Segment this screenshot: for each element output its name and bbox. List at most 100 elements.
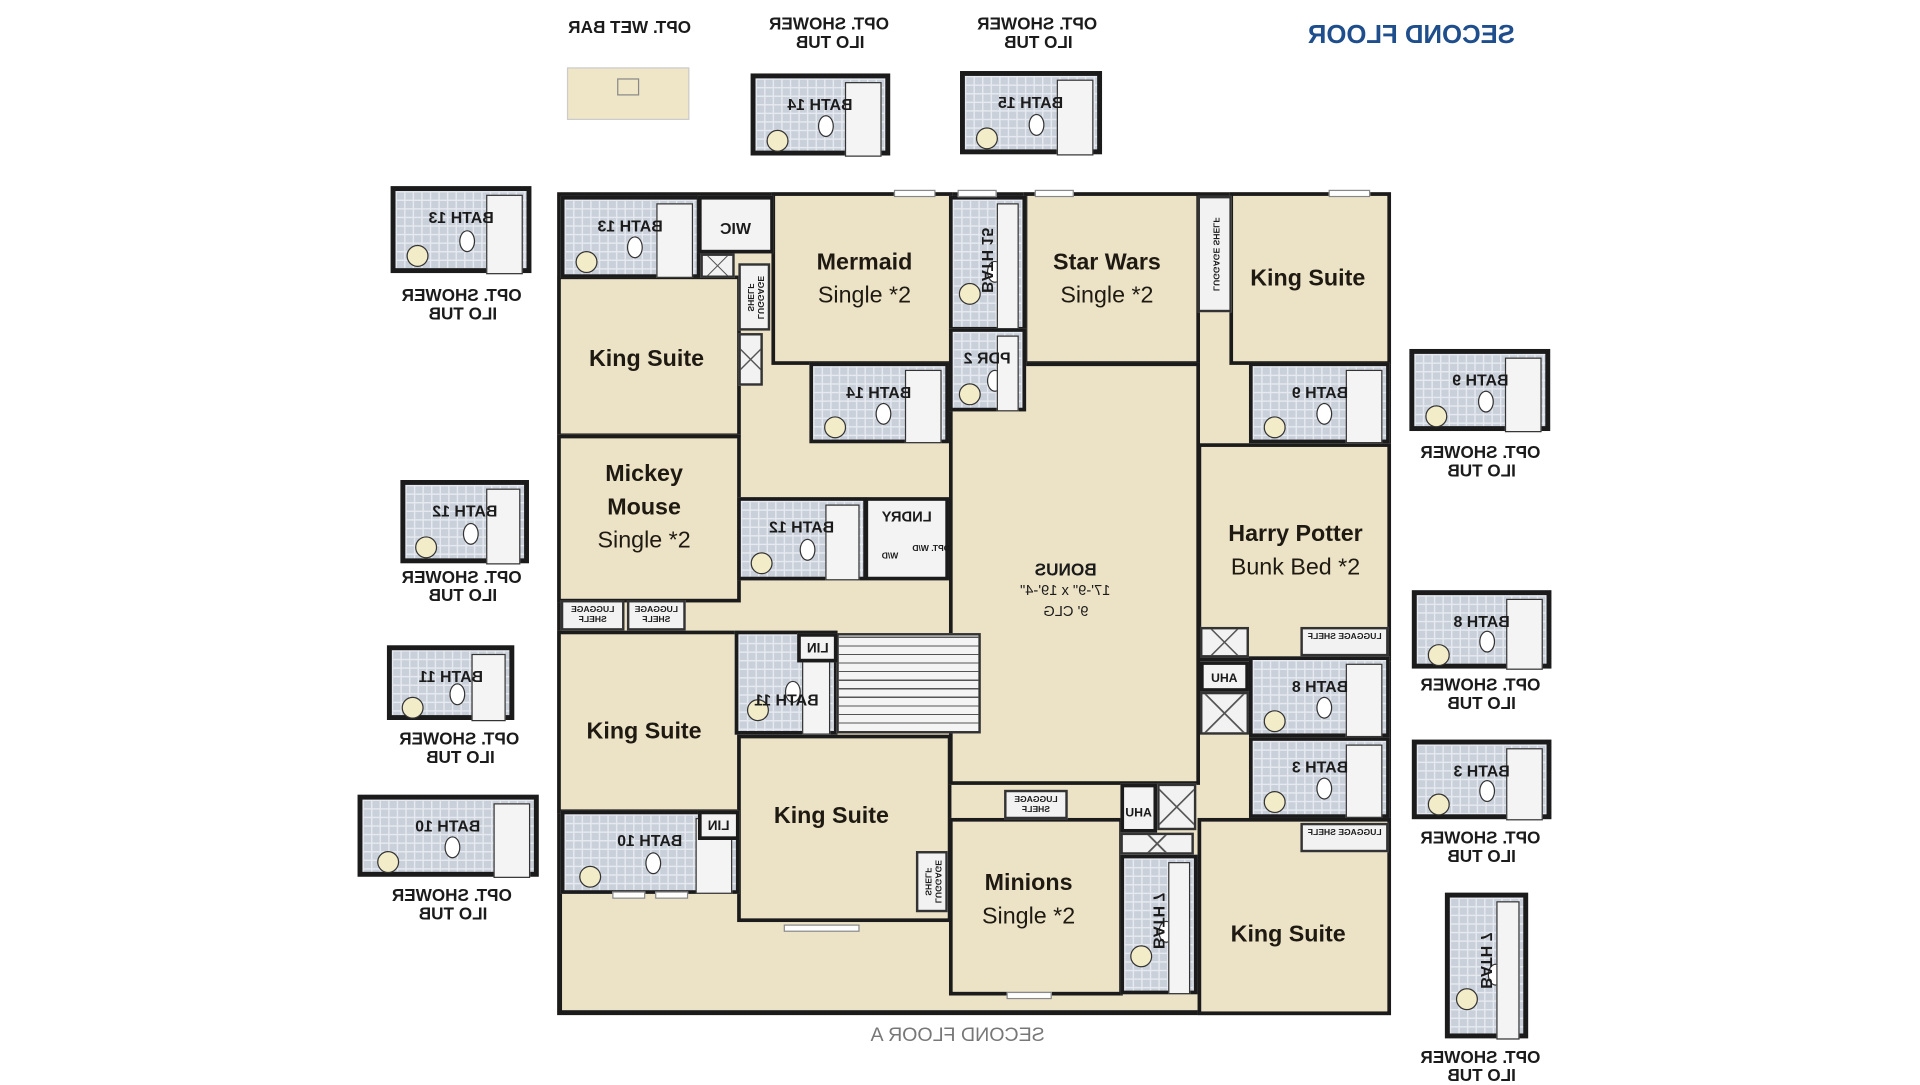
sink-icon xyxy=(751,552,774,575)
bath-label-text: BATH 12 xyxy=(432,502,498,521)
room-bonus[interactable]: BONUS 17'-9" x 19'-4" 9' CLG xyxy=(1004,560,1126,621)
ahu-closet: AHU xyxy=(1200,661,1249,692)
room-name: Mermaid xyxy=(816,249,913,276)
option-shower-label-2: ILO TUB xyxy=(392,304,533,324)
sink-icon xyxy=(1425,404,1448,427)
star-wars-room[interactable] xyxy=(1023,192,1201,365)
window xyxy=(655,891,689,899)
sink-icon xyxy=(578,865,601,888)
bath-label-text: BATH 15 xyxy=(978,227,997,293)
room-name: King Suite xyxy=(1230,922,1346,948)
bath-8[interactable]: BATH 8 xyxy=(1248,656,1390,738)
window xyxy=(957,189,997,198)
staircase[interactable] xyxy=(836,633,981,734)
bath-12[interactable]: BATH 12 xyxy=(737,497,867,581)
option-bath-bath10: BATH 10 xyxy=(357,794,539,878)
room-name: Minions xyxy=(984,870,1073,897)
king-suite-bottom-right-room[interactable] xyxy=(1197,817,1392,1016)
option-bath-bath3: BATH 3 xyxy=(1411,739,1552,821)
option-shower-label-1: OPT. SHOWER xyxy=(759,13,900,33)
bath-label: BATH 9 xyxy=(1414,371,1545,389)
bonus-room[interactable] xyxy=(948,362,1201,785)
closet-fixture-icon xyxy=(1200,626,1249,658)
mickey-mouse-room[interactable] xyxy=(557,434,741,603)
option-shower-label-2: ILO TUB xyxy=(389,747,530,767)
luggage-shelf-label: LUGGAGE SHELF xyxy=(922,855,942,909)
walk-in-closet[interactable]: WIC xyxy=(697,195,774,254)
closet-fixture-icon xyxy=(1120,832,1194,855)
bath-9[interactable]: BATH 9 xyxy=(1248,362,1390,444)
laundry-label: LNDRY xyxy=(868,508,945,526)
luggage-shelf: LUGGAGE SHELF xyxy=(1004,789,1068,820)
sink-icon xyxy=(1263,710,1286,733)
toilet-icon xyxy=(627,236,644,259)
wic-label-text: WIC xyxy=(720,219,752,238)
powder-room-2[interactable]: PDR 2 xyxy=(948,328,1027,412)
window xyxy=(893,189,936,198)
bath-label: BATH 13 xyxy=(564,217,696,235)
option-shower-label-1: OPT. SHOWER xyxy=(1411,828,1552,848)
option-shower-label-1-text: OPT. SHOWER xyxy=(392,885,513,905)
room-king-suite-center[interactable]: King Suite xyxy=(774,800,889,833)
luggage-shelf-label-text: LUGGAGE SHELF xyxy=(923,859,942,904)
floor-title-text: SECOND FLOOR xyxy=(1307,20,1515,49)
window xyxy=(783,924,860,932)
bath-label: BATH 15 xyxy=(978,225,996,295)
room-name: Harry Potter xyxy=(1228,521,1363,548)
sink-icon xyxy=(575,250,598,273)
option-shower-label-2: ILO TUB xyxy=(392,585,533,605)
bath-label-text: BATH 7 xyxy=(1477,932,1496,990)
toilet-icon xyxy=(1477,390,1494,413)
bath-label: BATH 15 xyxy=(965,93,1097,111)
king-suite-center-room[interactable] xyxy=(737,734,952,923)
toilet-icon xyxy=(784,681,801,704)
toilet-icon xyxy=(818,115,835,138)
option-shower-label-1: OPT. SHOWER xyxy=(382,885,523,905)
option-shower-label-1: OPT. SHOWER xyxy=(389,729,530,749)
bath-label-text: BATH 10 xyxy=(415,816,481,836)
shower-icon xyxy=(1345,369,1383,444)
toilet-icon xyxy=(443,836,460,859)
option-shower-label-2: ILO TUB xyxy=(967,32,1108,52)
sink-icon xyxy=(1456,987,1479,1010)
option-shower-label-2: ILO TUB xyxy=(759,32,900,52)
room-king-suite-top-right[interactable]: King Suite xyxy=(1250,262,1365,295)
option-bath-bath9: BATH 9 xyxy=(1409,348,1551,433)
room-king-suite-mid-left[interactable]: King Suite xyxy=(587,715,702,748)
option-bath-bath12: BATH 12 xyxy=(400,480,529,565)
option-shower-label-1: OPT. SHOWER xyxy=(1411,442,1552,462)
bath-label: BATH 11 xyxy=(738,691,834,709)
room-king-suite-bottom-right[interactable]: King Suite xyxy=(1231,918,1346,951)
shower-icon xyxy=(1168,862,1191,995)
bath-label: BATH 12 xyxy=(405,502,524,520)
bath-7[interactable]: BATH 7 xyxy=(1120,854,1198,995)
luggage-shelf-label: LUGGAGE SHELF xyxy=(629,606,683,626)
bath-label: BATH 14 xyxy=(756,96,886,114)
opt-wd-label: OPT. W/D xyxy=(912,545,950,555)
luggage-shelf-label-text: LUGGAGE SHELF xyxy=(1307,828,1382,838)
bath-3[interactable]: BATH 3 xyxy=(1248,737,1390,818)
option-shower-label-1-text: OPT. SHOWER xyxy=(977,13,1098,34)
luggage-shelf-label-text: LUGGAGE SHELF xyxy=(1014,795,1058,815)
room-beds: Single *2 xyxy=(817,282,912,309)
bath-15[interactable]: BATH 15 xyxy=(948,195,1027,331)
bath-label: BATH 8 xyxy=(1253,677,1386,695)
bath-14[interactable]: BATH 14 xyxy=(809,362,949,444)
shower-icon xyxy=(1496,901,1520,1040)
room-king-suite-top-left[interactable]: King Suite xyxy=(589,343,704,376)
bath-label: BATH 8 xyxy=(1417,612,1547,630)
bath-13[interactable]: BATH 13 xyxy=(560,195,701,278)
option-shower-label-2: ILO TUB xyxy=(1411,460,1552,480)
bath-label-text: BATH 11 xyxy=(753,690,819,709)
option-shower-label-2-text: ILO TUB xyxy=(418,903,487,924)
option-shower-label-1-text: OPT. SHOWER xyxy=(1421,674,1542,695)
luggage-shelf: LUGGAGE SHELF xyxy=(560,600,625,631)
option-shower-label-1: OPT. SHOWER xyxy=(967,13,1108,34)
window xyxy=(1006,991,1052,1000)
